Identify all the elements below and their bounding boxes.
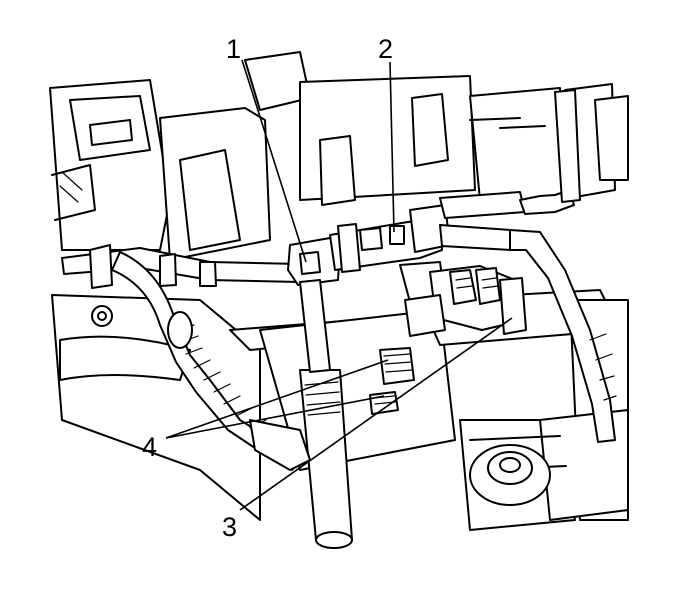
callout-1: 1 bbox=[226, 34, 241, 64]
refrigerant-line-right bbox=[509, 89, 617, 443]
leader-4a bbox=[165, 359, 389, 439]
callout-2: 2 bbox=[378, 34, 393, 64]
callout-labels: 1 2 3 4 bbox=[142, 34, 393, 542]
callout-4: 4 bbox=[142, 432, 157, 462]
leader-3 bbox=[239, 317, 513, 511]
valve-assembly bbox=[287, 191, 526, 286]
line-retaining-bracket bbox=[399, 261, 527, 337]
callout-leaders bbox=[165, 59, 513, 511]
callout-3: 3 bbox=[222, 512, 237, 542]
vehicle-frame-background bbox=[49, 51, 629, 261]
strut-mount bbox=[469, 444, 551, 506]
bolt-left bbox=[91, 305, 113, 327]
leader-1 bbox=[241, 59, 307, 263]
leader-4b bbox=[165, 395, 385, 439]
leader-2 bbox=[389, 61, 395, 233]
lower-hose bbox=[249, 279, 331, 471]
